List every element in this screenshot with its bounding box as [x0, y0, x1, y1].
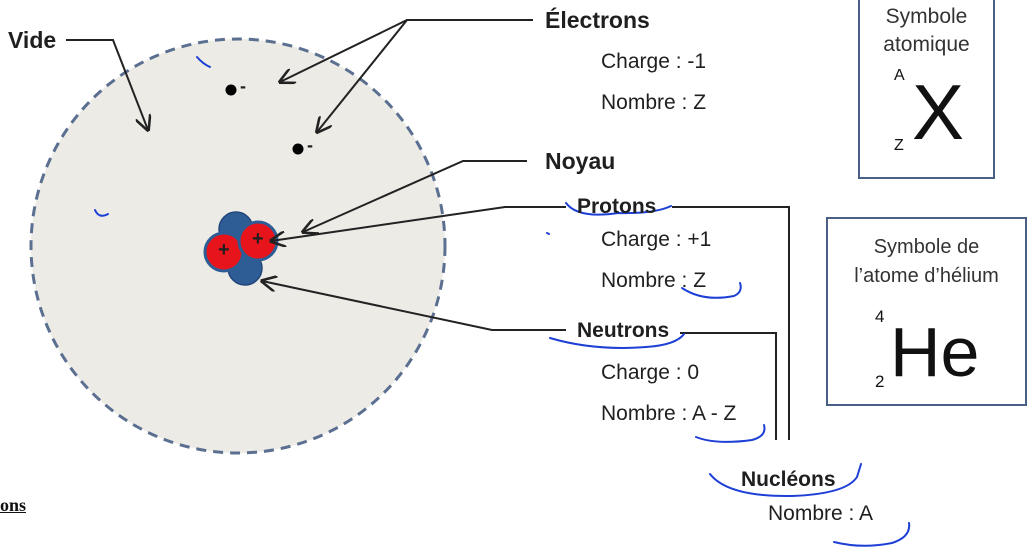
ink-mark-2: [94, 209, 109, 217]
ink-underline-protons: [565, 202, 672, 216]
protons-nombre: Nombre : Z: [601, 269, 707, 292]
proton-left-sign: +: [218, 239, 230, 261]
neutrons-arrow: [262, 281, 566, 331]
mass-number-a: A: [894, 67, 905, 84]
helium-element: He: [890, 313, 980, 391]
electrons-label: Électrons: [545, 7, 650, 33]
ink-underline-neutrons: [549, 333, 685, 349]
vide-label: Vide: [8, 27, 57, 53]
ink-underline-nucleons: [709, 463, 862, 498]
neutrons-nombre: Nombre : A - Z: [601, 402, 737, 425]
atomic-number-z: Z: [894, 137, 904, 154]
electron-2-sign: -: [307, 135, 313, 155]
helium-title-2: l’atome d’hélium: [854, 265, 999, 287]
atomic-symbol-box: Symbole atomique A Z X: [858, 0, 995, 179]
helium-title-1: Symbole de: [873, 236, 980, 258]
electron-arrow-2: [317, 19, 408, 132]
electrons-nombre: Nombre : Z: [601, 91, 707, 114]
ink-underline-a-z: [695, 424, 766, 443]
neutrons-label: Neutrons: [577, 319, 670, 342]
protons-label: Protons: [577, 195, 657, 218]
ink-underline-nombre-z: [681, 282, 742, 299]
protons-charge: Charge : +1: [601, 228, 712, 251]
proton-right-sign: +: [252, 228, 264, 250]
vide-arrow: [66, 39, 148, 130]
neutrons-bracket-line: [680, 332, 777, 440]
protons-arrow: [271, 206, 566, 241]
electron-2: [292, 143, 304, 155]
ink-underline-nombre-a: [833, 522, 911, 547]
helium-mass-number: 4: [875, 307, 885, 326]
neutrons-charge: Charge : 0: [601, 361, 700, 384]
electron-1: [225, 84, 237, 96]
electrons-charge: Charge : -1: [601, 50, 707, 73]
cut-off-text: ons: [0, 495, 27, 515]
helium-symbol-box: Symbole de l’atome d’hélium 4 2 He: [826, 217, 1027, 406]
protons-bracket-line: [672, 206, 790, 440]
nucleons-label: Nucléons: [741, 468, 836, 491]
ink-dot: [546, 232, 550, 235]
electron-1-sign: -: [240, 76, 246, 96]
atomic-symbol-title-1: Symbole: [885, 5, 968, 28]
element-x: X: [912, 68, 965, 156]
atomic-symbol-title-2: atomique: [883, 33, 970, 56]
noyau-arrow: [303, 160, 527, 232]
helium-atomic-number: 2: [875, 372, 885, 391]
noyau-label: Noyau: [545, 148, 616, 174]
ink-mark-1: [196, 56, 211, 68]
nucleons-nombre: Nombre : A: [768, 502, 874, 525]
